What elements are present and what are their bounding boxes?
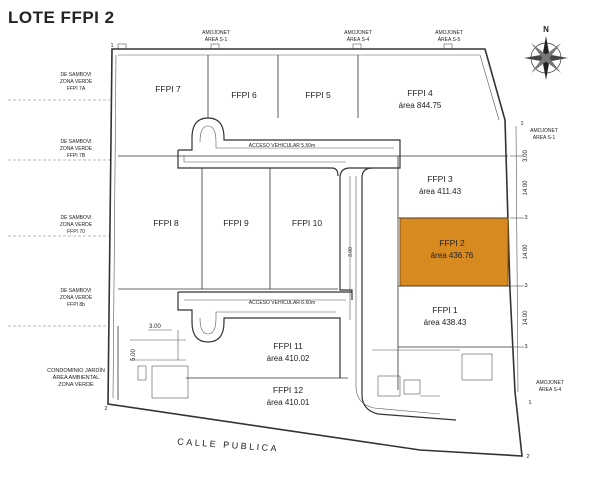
condominio-line: ZONA VERDE [58, 382, 94, 388]
lot-ffpi11-name: FFPI 11 [273, 341, 303, 351]
north-arrow-icon: N [524, 25, 568, 80]
vertex-marks: 1 2 3 3 3 1 1 2 [104, 43, 531, 460]
amojonet-line: ÁREA S-4 [347, 36, 370, 43]
lot-ffpi10-name: FFPI 10 [292, 218, 323, 228]
upper-road-label: ACCESO VEHICULAR 5.50m [249, 143, 315, 149]
dimension-label: 3.00 [523, 150, 529, 162]
amojonet-line: ÁREA S-5 [438, 36, 461, 43]
lot-ffpi11-area: área 410.02 [267, 354, 310, 363]
left-label-line: FFPI 70 [67, 229, 85, 235]
amojonet-top-s4: AMOJONET ÁREA S-4 [344, 30, 372, 43]
amojonet-top-s5: AMOJONET ÁREA S-5 [435, 30, 463, 43]
compass-letter: N [543, 25, 549, 34]
left-label-line: FFPI 7A [67, 86, 86, 92]
left-label-line: DE SAMBOVI [60, 139, 91, 145]
lot-ffpi4-area: área 844.75 [399, 101, 442, 110]
amojonet-line: AMOJONET [536, 380, 564, 386]
lot-ffpi5-name: FFPI 5 [305, 90, 331, 100]
amojonet-line: AMOJONET [530, 128, 558, 134]
amojonet-right-s4: AMOJONET ÁREA S-4 [536, 380, 564, 393]
left-label-line: DE SAMBOVI [60, 72, 91, 78]
lower-road-label: ACCESO VEHICULAR 6.60m [249, 300, 315, 306]
left-label-line: DE SAMBOVI [60, 288, 91, 294]
left-label-4: DE SAMBOVI ZONA VERDE FFPI 8b [60, 288, 93, 308]
lot-lines [117, 55, 512, 400]
amojonet-top-s1: AMOJONET ÁREA S-1 [202, 30, 230, 43]
left-label-2: DE SAMBOVI ZONA VERDE FFPI 7B [60, 139, 93, 159]
lot-ffpi2-name: FFPI 2 [439, 238, 465, 248]
page-title: LOTE FFPI 2 [8, 8, 115, 27]
lot-ffpi1-name: FFPI 1 [432, 305, 458, 315]
lot-ffpi3-name: FFPI 3 [427, 174, 453, 184]
vertex-mark: 1 [110, 43, 113, 49]
lot-ffpi6-name: FFPI 6 [231, 90, 257, 100]
left-label-line: ZONA VERDE [60, 79, 93, 85]
street-label: CALLE PUBLICA [177, 436, 279, 453]
condominio-label: CONDOMINIO JARDÍN ÁREA AMBIENTAL ZONA VE… [47, 367, 105, 388]
left-label-3: DE SAMBOVI ZONA VERDE FFPI 70 [60, 215, 93, 235]
left-reference-lines [8, 99, 110, 327]
dimension-label: 3.00 [149, 324, 161, 330]
amojonet-right-s1: AMOJONET ÁREA S-1 [530, 128, 558, 141]
lot-ffpi4-name: FFPI 4 [407, 88, 433, 98]
dimension-label: 14.00 [523, 310, 529, 326]
lot-ffpi8-name: FFPI 8 [153, 218, 179, 228]
dimension-label: 14.00 [523, 244, 529, 260]
vertex-mark: 1 [520, 121, 523, 127]
amojonet-line: AMOJONET [202, 30, 230, 36]
right-dimension-line [510, 125, 524, 393]
vertex-mark: 3 [524, 344, 527, 350]
vertical-access-road [349, 167, 457, 421]
site-boundary [107, 48, 523, 457]
lot-ffpi9-name: FFPI 9 [223, 218, 249, 228]
amojonet-line: ÁREA S-1 [533, 134, 556, 141]
lot-ffpi3-area: área 411.43 [419, 187, 462, 196]
left-label-line: FFPI 8b [67, 302, 85, 308]
lower-right-structures [372, 349, 493, 397]
vertex-mark: 1 [528, 400, 531, 406]
lower-access-road [177, 291, 352, 378]
lot-ffpi12-name: FFPI 12 [273, 385, 304, 395]
lot-ffpi7-name: FFPI 7 [155, 84, 181, 94]
lower-left-structures [130, 329, 189, 399]
left-label-line: ZONA VERDE [60, 146, 93, 152]
vertex-mark: 3 [524, 215, 527, 221]
left-label-line: DE SAMBOVI [60, 215, 91, 221]
condominio-line: ÁREA AMBIENTAL [53, 374, 100, 381]
lot-ffpi1-area: área 438.43 [424, 318, 467, 327]
vertex-mark: 2 [526, 454, 529, 460]
vertex-mark: 2 [104, 406, 107, 412]
left-label-line: FFPI 7B [67, 153, 86, 159]
left-label-line: ZONA VERDE [60, 222, 93, 228]
left-label-1: DE SAMBOVI ZONA VERDE FFPI 7A [60, 72, 93, 92]
lot-ffpi12-area: área 410.01 [267, 398, 310, 407]
condominio-line: CONDOMINIO JARDÍN [47, 367, 105, 374]
amojonet-line: AMOJONET [344, 30, 372, 36]
lot-ffpi2-area: área 436.76 [431, 251, 474, 260]
dimension-label: 14.00 [523, 180, 529, 196]
vertex-mark: 3 [524, 283, 527, 289]
vertical-road-label: 3.00 [348, 247, 354, 257]
left-label-line: ZONA VERDE [60, 295, 93, 301]
upper-access-road [177, 117, 401, 300]
dimension-label: 5.00 [131, 349, 137, 361]
amojonet-line: ÁREA S-1 [205, 36, 228, 43]
amojonet-line: AMOJONET [435, 30, 463, 36]
amojonet-line: ÁREA S-4 [539, 386, 562, 393]
